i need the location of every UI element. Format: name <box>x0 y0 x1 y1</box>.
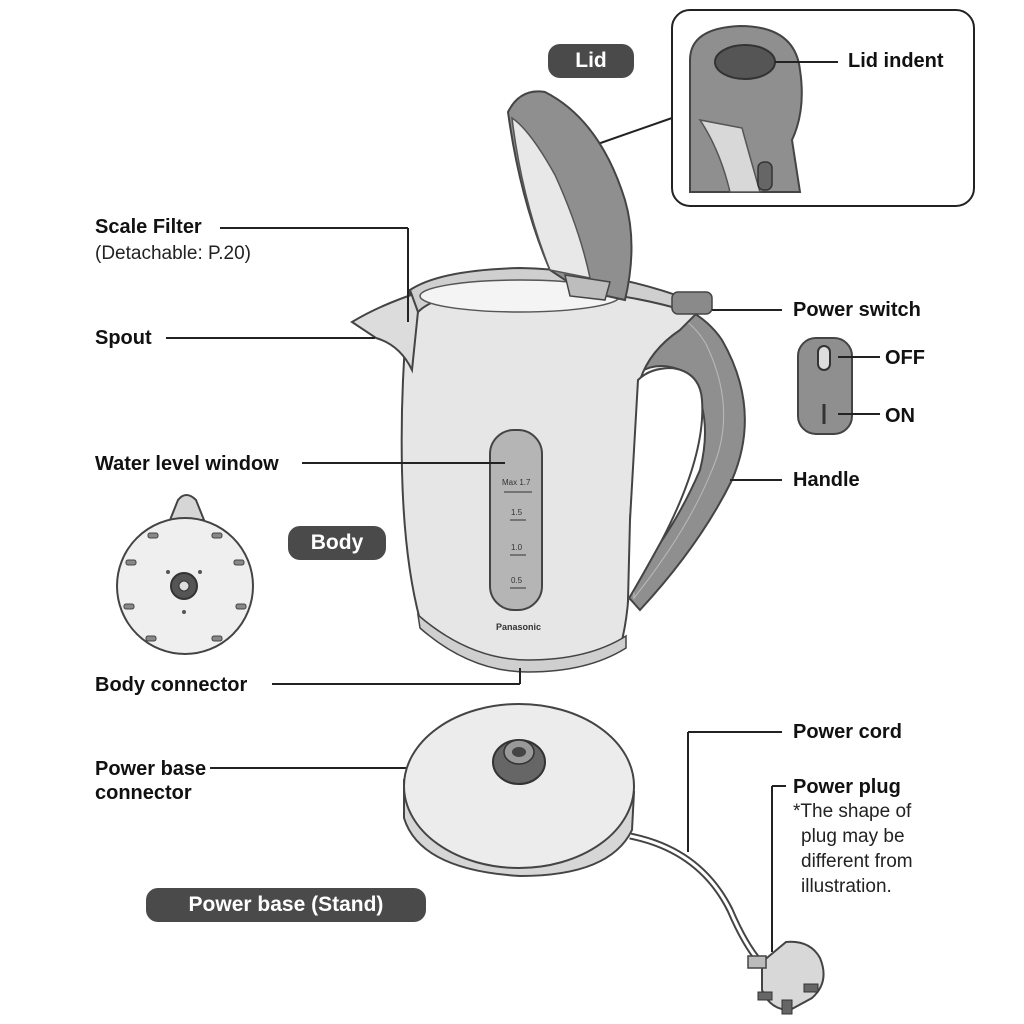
scale-max-marking: Max 1.7 <box>502 478 531 487</box>
lid-indent-shape <box>714 44 776 80</box>
plug-note-line-2: plug may be <box>801 826 905 847</box>
scale-05-marking: 0.5 <box>511 576 523 585</box>
power-base-connector-label-2: connector <box>95 782 192 804</box>
scale-10-marking: 1.0 <box>511 543 523 552</box>
plug-note-line-3: different from <box>801 851 913 872</box>
power-plug-shape <box>747 940 825 1015</box>
lid-indent-inset-illustration <box>689 24 803 193</box>
switch-on-label: ON <box>885 405 915 427</box>
body-bottom-view <box>116 494 254 655</box>
body-connector-label: Body connector <box>95 674 248 696</box>
power-base-connector-label-1: Power base <box>95 758 207 780</box>
lid-shape <box>506 90 633 302</box>
power-switch-label: Power switch <box>793 299 921 321</box>
switch-off-label: OFF <box>885 347 925 369</box>
power-switch-detail <box>797 337 853 435</box>
power-cord-label: Power cord <box>793 721 902 743</box>
plug-note-line-4: illustration. <box>801 876 892 897</box>
body-pill: Body <box>288 526 386 560</box>
lid-indent-label: Lid indent <box>848 50 944 72</box>
water-level-window-label: Water level window <box>95 453 279 475</box>
brand-logo-text: Panasonic <box>496 622 542 632</box>
scale-filter-label: Scale Filter <box>95 216 202 238</box>
scale-filter-note: (Detachable: P.20) <box>95 243 251 264</box>
power-plug-label: Power plug <box>793 776 901 798</box>
lid-pill: Lid <box>548 44 634 78</box>
power-cord-shape <box>629 832 763 965</box>
power-base-pill: Power base (Stand) <box>146 888 426 922</box>
spout-label: Spout <box>95 327 152 349</box>
power-base-illustration <box>403 703 636 878</box>
plug-note-line-1: *The shape of <box>793 801 912 822</box>
handle-label: Handle <box>793 469 860 491</box>
scale-15-marking: 1.5 <box>511 508 523 517</box>
spout-shape <box>350 290 422 374</box>
